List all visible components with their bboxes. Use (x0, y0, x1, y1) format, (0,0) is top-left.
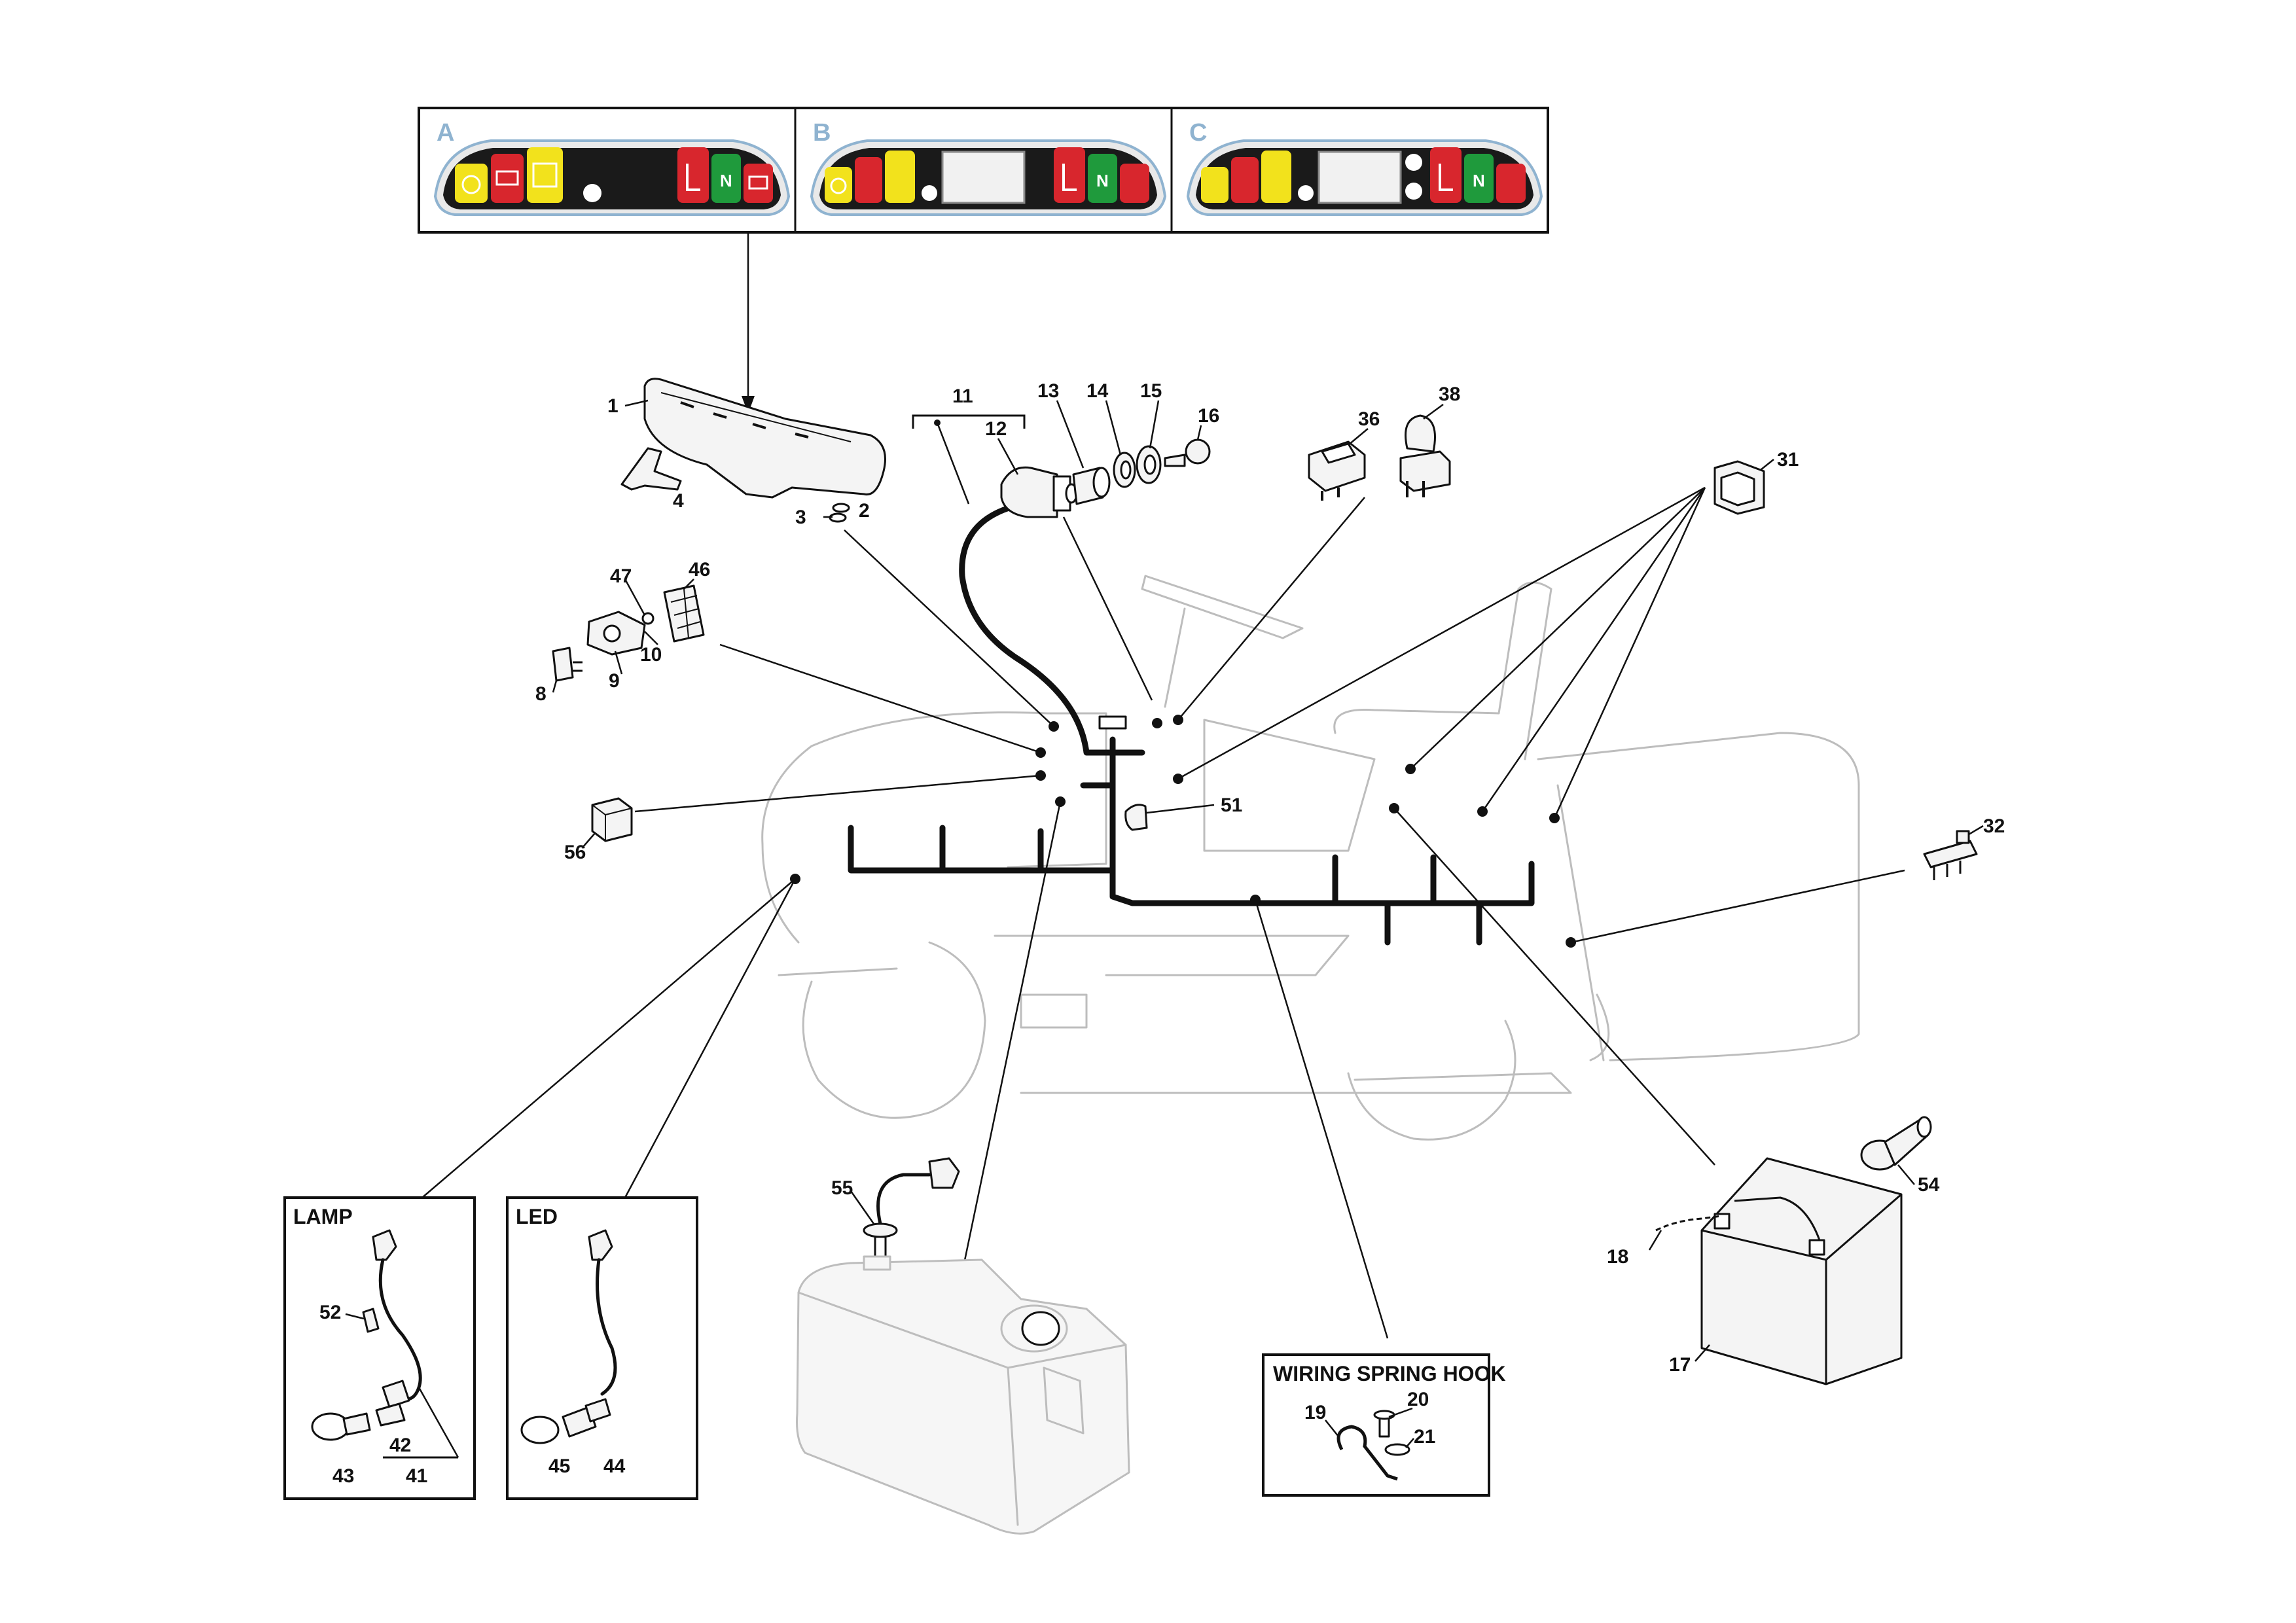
neutral-indicator-b: N (1096, 171, 1109, 190)
callout-17: 17 (1669, 1354, 1691, 1376)
spring-hook-title: WIRING SPRING HOOK (1273, 1362, 1506, 1385)
callout-32: 32 (1983, 815, 2005, 837)
callout-44: 44 (603, 1455, 626, 1477)
callout-41: 41 (406, 1465, 427, 1487)
lamp-box-title: LAMP (293, 1205, 353, 1228)
mounting-bracket (620, 447, 682, 491)
callout-21: 21 (1414, 1426, 1435, 1448)
fuse-holder (663, 584, 705, 643)
switch-key (1164, 438, 1211, 467)
label-leaders (345, 399, 1984, 1448)
rocker-switch (1308, 440, 1366, 501)
callout-10: 10 (640, 644, 662, 666)
switch-nut (1136, 445, 1162, 484)
led-box: LED (506, 1196, 698, 1500)
callout-15: 15 (1140, 380, 1162, 402)
neutral-indicator-a: N (720, 171, 732, 190)
callout-52: 52 (319, 1302, 341, 1323)
callout-12: 12 (985, 418, 1007, 440)
callout-1: 1 (607, 395, 619, 417)
callout-3: 3 (795, 507, 806, 528)
callout-labels: 1 2 3 4 8 9 10 11 12 13 14 15 16 17 18 1… (319, 380, 2005, 1487)
panel-variant-c: C N (1186, 119, 1543, 216)
callout-19: 19 (1304, 1402, 1326, 1423)
fuel-tank (796, 1255, 1130, 1535)
callout-55: 55 (831, 1177, 853, 1199)
terminal-boot (1860, 1116, 1932, 1171)
harness-clip (1124, 804, 1148, 831)
callout-9: 9 (609, 670, 620, 692)
mode-button-icon (922, 185, 937, 201)
mode-button-icon (583, 184, 601, 202)
battery-strap (1655, 1215, 1722, 1232)
mode-button-icon (1298, 185, 1314, 201)
lcd-display (1318, 151, 1402, 204)
dashboard-housing (643, 378, 886, 499)
callout-47: 47 (610, 565, 632, 587)
panel-letter-c: C (1189, 119, 1207, 147)
callout-46: 46 (689, 559, 710, 580)
callout-20: 20 (1407, 1389, 1429, 1410)
relay (591, 797, 633, 842)
nut-washer (829, 503, 850, 523)
callout-18: 18 (1607, 1246, 1628, 1268)
down-button-icon (1405, 183, 1422, 200)
ignition-switch (912, 414, 1078, 518)
fuse-clip (641, 612, 655, 625)
leader-lines (422, 486, 1905, 1339)
panel-variant-b: B N (810, 119, 1167, 216)
relay-block (586, 611, 658, 656)
callout-2: 2 (859, 500, 870, 522)
callout-54: 54 (1918, 1174, 1940, 1196)
callout-51: 51 (1221, 794, 1242, 816)
wiring-harness (848, 504, 1535, 946)
fuel-level-sender (863, 1157, 960, 1261)
callout-31: 31 (1777, 449, 1799, 471)
panel-arrow (742, 232, 755, 414)
led-box-title: LED (516, 1205, 558, 1228)
callout-36: 36 (1358, 408, 1380, 430)
lcd-display (941, 151, 1026, 204)
seat-switch (1713, 460, 1765, 515)
switch-bushing (1072, 467, 1111, 505)
neutral-indicator-c: N (1473, 171, 1485, 190)
callout-11: 11 (952, 385, 973, 407)
pto-switch (1399, 414, 1451, 497)
micro-switch (1923, 830, 1978, 880)
panel-letter-a: A (437, 119, 454, 147)
callout-42: 42 (389, 1435, 411, 1456)
callout-43: 43 (332, 1465, 354, 1487)
callout-4: 4 (673, 490, 684, 512)
blade-fuse (552, 647, 583, 682)
panel-variant-a: A N (433, 119, 791, 216)
panel-variants-strip: A N B (418, 107, 1549, 234)
battery (1700, 1157, 1903, 1385)
callout-56: 56 (564, 842, 586, 863)
callout-16: 16 (1198, 405, 1219, 427)
callout-8: 8 (535, 683, 547, 705)
tractor-ghost-outline (761, 575, 1860, 1141)
callout-14: 14 (1086, 380, 1109, 402)
spring-hook-box: WIRING SPRING HOOK (1262, 1353, 1506, 1497)
callout-13: 13 (1037, 380, 1059, 402)
switch-washer (1113, 452, 1136, 488)
up-button-icon (1405, 154, 1422, 171)
lamp-box: LAMP (283, 1196, 476, 1500)
panel-letter-b: B (813, 119, 831, 147)
callout-38: 38 (1439, 383, 1460, 405)
callout-45: 45 (548, 1455, 570, 1477)
